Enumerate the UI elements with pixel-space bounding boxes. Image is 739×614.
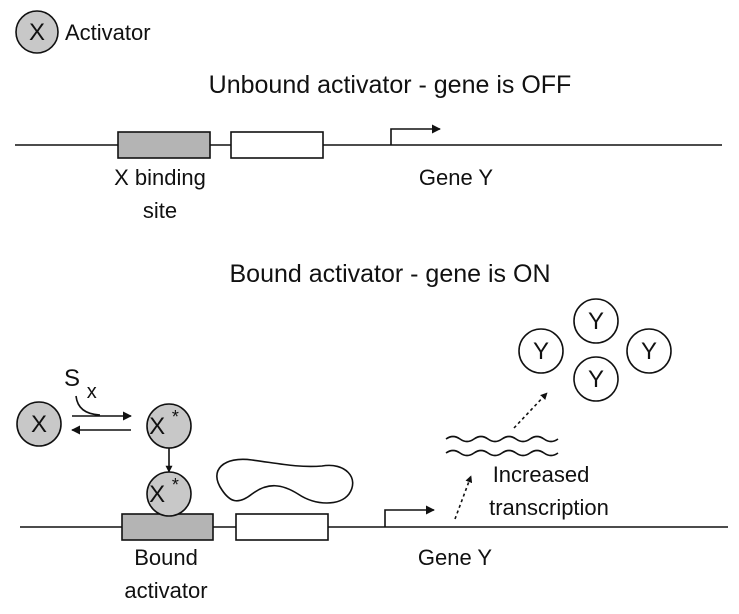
transcription-start-arrow-top	[390, 124, 441, 145]
gene-label-top: Gene Y	[419, 165, 494, 190]
protein-product-label: Y	[588, 308, 604, 335]
signal-subscript: x	[87, 381, 97, 403]
transcription-dotted-arrow	[454, 475, 473, 520]
signal-letter: S	[64, 365, 80, 392]
gene-label-bottom: Gene Y	[418, 545, 493, 570]
legend: X Activator	[15, 10, 151, 54]
binding-site-box	[117, 131, 211, 159]
bound-activator-mark: *	[172, 475, 179, 495]
panel-bound: Bound activator - gene is ON S x X X * X…	[16, 260, 728, 603]
bound-label-1: Bound	[134, 545, 198, 570]
binding-site-label-2: site	[143, 198, 177, 223]
promoter-box-top	[230, 131, 324, 159]
panel-bound-title: Bound activator - gene is ON	[230, 260, 551, 288]
bound-activator-circle	[146, 471, 192, 517]
protein-product: Y	[573, 356, 619, 402]
protein-product: Y	[573, 298, 619, 344]
activator-active-letter: X	[149, 413, 165, 440]
bound-site-box	[121, 513, 214, 541]
legend-activator-label: Activator	[65, 20, 151, 45]
protein-product: Y	[626, 328, 672, 374]
activator-inactive-symbol: X	[31, 411, 47, 438]
translation-dotted-arrow	[513, 392, 548, 429]
signal-curve-arrow	[75, 395, 101, 416]
panel-unbound-title: Unbound activator - gene is OFF	[209, 71, 572, 99]
transcription-label-2: transcription	[489, 495, 609, 520]
binding-site-label-1: X binding	[114, 165, 206, 190]
activator-active-mark: *	[172, 407, 179, 427]
activator-inactive-circle	[16, 401, 62, 447]
panel-unbound: Unbound activator - gene is OFF X bindin…	[15, 71, 722, 223]
protein-product-label: Y	[588, 366, 604, 393]
signal-symbol: S x	[64, 365, 97, 403]
protein-product-label: Y	[533, 338, 549, 365]
legend-activator-symbol: X	[29, 19, 45, 46]
transcription-label-1: Increased	[493, 462, 590, 487]
activator-active-symbol: X *	[149, 407, 179, 440]
mrna-wave-2	[445, 449, 559, 457]
rna-polymerase-blob	[216, 458, 354, 504]
protein-product-label: Y	[641, 338, 657, 365]
bound-activator-letter: X	[149, 481, 165, 508]
bound-label-2: activator	[124, 578, 207, 603]
bound-activator-symbol: X *	[149, 475, 179, 508]
promoter-box-bottom	[235, 513, 329, 541]
transcription-start-arrow-bottom	[384, 505, 435, 527]
legend-activator-circle	[15, 10, 59, 54]
protein-product: Y	[518, 328, 564, 374]
mrna-wave-1	[445, 435, 559, 443]
